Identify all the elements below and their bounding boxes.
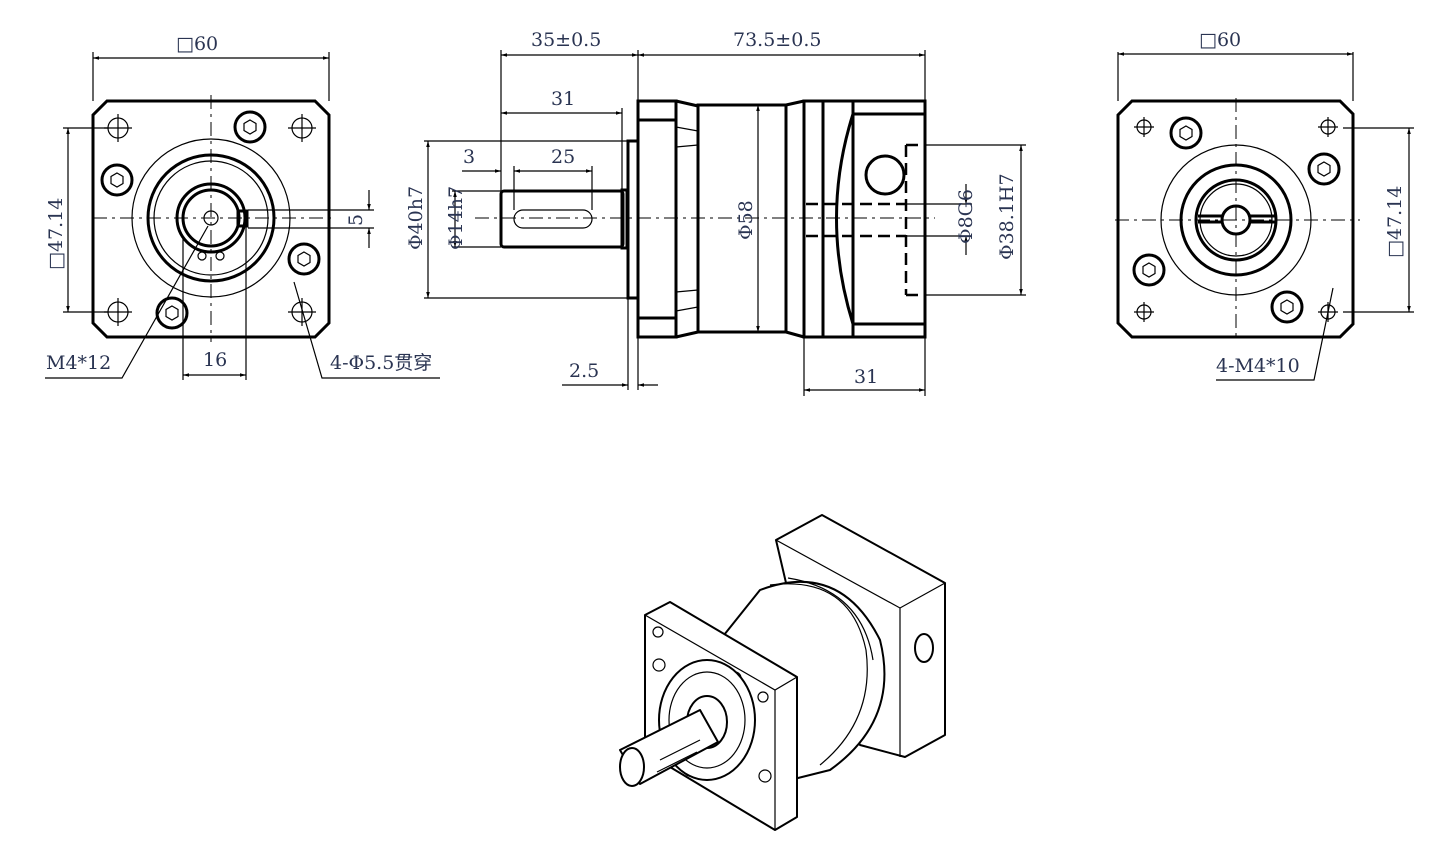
isometric-view: [619, 514, 947, 831]
socket-screws: [100, 110, 321, 330]
pilot-dia-label: Φ40h7: [405, 186, 427, 250]
front-bolt-square-label: □47.14: [45, 198, 67, 270]
key-offset-label: 3: [463, 146, 475, 168]
hole-label: 4-Φ5.5贯穿: [330, 352, 432, 374]
key-length-label: 25: [551, 146, 575, 168]
adapter-length-label: 31: [854, 366, 878, 388]
keyway: [513, 209, 593, 229]
shaft-offset-label: 16: [203, 349, 227, 371]
key-width-label: 5: [345, 214, 367, 226]
shaft-usable-label: 31: [551, 88, 575, 110]
shaft-dia-label: Φ14h7: [445, 186, 467, 250]
input-bore-label: Φ8G6: [955, 189, 977, 244]
output-shaft: [499, 189, 625, 249]
flange-outline: [91, 99, 331, 339]
front-width-label: □60: [176, 33, 218, 55]
motor-adapter: [802, 99, 927, 339]
rear-width-label: □60: [1199, 29, 1241, 51]
screw-label: M4*12: [46, 352, 111, 374]
rear-bolt-square-label: □47.14: [1384, 186, 1406, 258]
input-pilot-label: Φ38.1H7: [996, 173, 1018, 260]
side-view: 35±0.5 73.5±0.5 31 3 25 Φ40h7 Φ14h7 Φ58 …: [405, 29, 1026, 396]
through-holes: [104, 114, 316, 326]
pilot-depth-label: 2.5: [569, 360, 599, 382]
body-dia-label: Φ58: [735, 200, 757, 240]
rear-view: □60 □47.14 4-M4*10: [1115, 29, 1414, 381]
body-length-label: 73.5±0.5: [733, 29, 821, 51]
shaft-length-label: 35±0.5: [531, 29, 601, 51]
front-view: □60 □47.14 5 16 M4*12 4-Φ5.5贯穿: [45, 33, 440, 380]
thread-label: 4-M4*10: [1216, 355, 1300, 377]
